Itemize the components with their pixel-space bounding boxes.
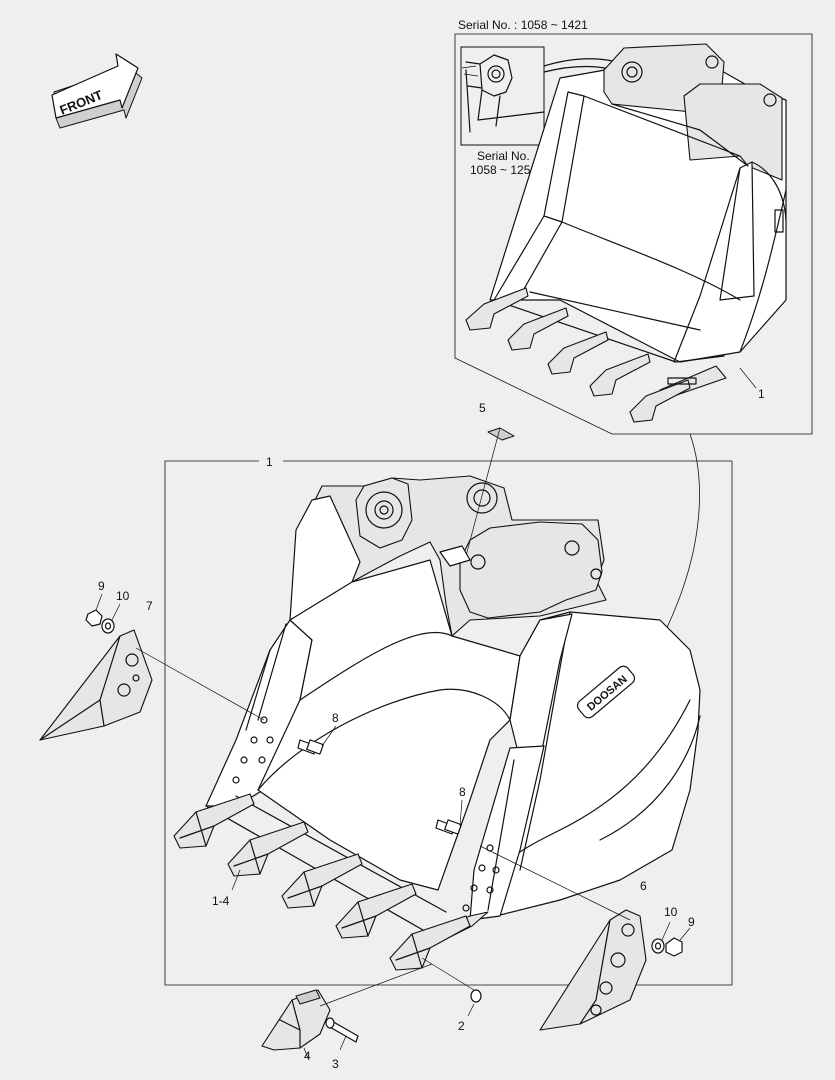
label-4: 4 <box>304 1049 311 1063</box>
main-callout: 1 <box>266 455 273 469</box>
inset-bucket <box>465 43 787 423</box>
part-8-bolt-left <box>297 725 337 755</box>
label-2: 2 <box>458 1019 465 1033</box>
detail-serial-line2: 1058 ~ 1250 <box>470 163 537 177</box>
label-8-left: 8 <box>332 711 339 725</box>
inset-callout: 1 <box>758 387 765 401</box>
part-7-side-cutter <box>39 629 265 741</box>
label-10-left: 10 <box>116 589 130 603</box>
inset-detail-box <box>460 46 545 146</box>
front-arrow-icon: FRONT <box>51 53 143 129</box>
part-6-side-cutter <box>479 845 647 1031</box>
tooth-3 <box>281 853 363 909</box>
tooth-2 <box>227 821 309 877</box>
tooth-4 <box>335 883 417 939</box>
tooth-1 <box>173 793 255 849</box>
inset-panel: Serial No. : 1058 ~ 1421 Serial No. 1058… <box>454 18 813 435</box>
inset-serial-header: Serial No. : 1058 ~ 1421 <box>458 18 588 32</box>
main-bucket: DOOSAN <box>205 475 701 947</box>
main-frame: 1 <box>164 455 733 986</box>
part-10-washer-right <box>651 921 671 954</box>
part-5-plate <box>439 427 515 567</box>
callout-labels: 2 3 4 1-4 5 6 7 8 8 9 9 10 10 <box>98 401 695 1071</box>
label-8-right: 8 <box>459 785 466 799</box>
part-10-washer-left <box>101 603 121 634</box>
part-8-bolt-right <box>435 799 463 835</box>
tooth-5 <box>389 915 471 971</box>
label-9-right: 9 <box>688 915 695 929</box>
label-1-4: 1-4 <box>212 894 230 908</box>
part-3-pin <box>325 1017 359 1051</box>
label-6: 6 <box>640 879 647 893</box>
part-9-nut-left <box>85 593 103 627</box>
bucket-teeth <box>173 793 471 971</box>
inset-detail-drawing <box>461 54 545 133</box>
detail-serial-line1: Serial No. <box>477 149 530 163</box>
label-9-left: 9 <box>98 579 105 593</box>
part-4-tooth <box>261 963 433 1059</box>
part-9-nut-right <box>665 927 691 957</box>
label-3: 3 <box>332 1057 339 1071</box>
label-7: 7 <box>146 599 153 613</box>
part-2-lock-ring <box>421 957 482 1017</box>
label-10-right: 10 <box>664 905 678 919</box>
left-bolt-holes <box>232 716 274 784</box>
label-5: 5 <box>479 401 486 415</box>
